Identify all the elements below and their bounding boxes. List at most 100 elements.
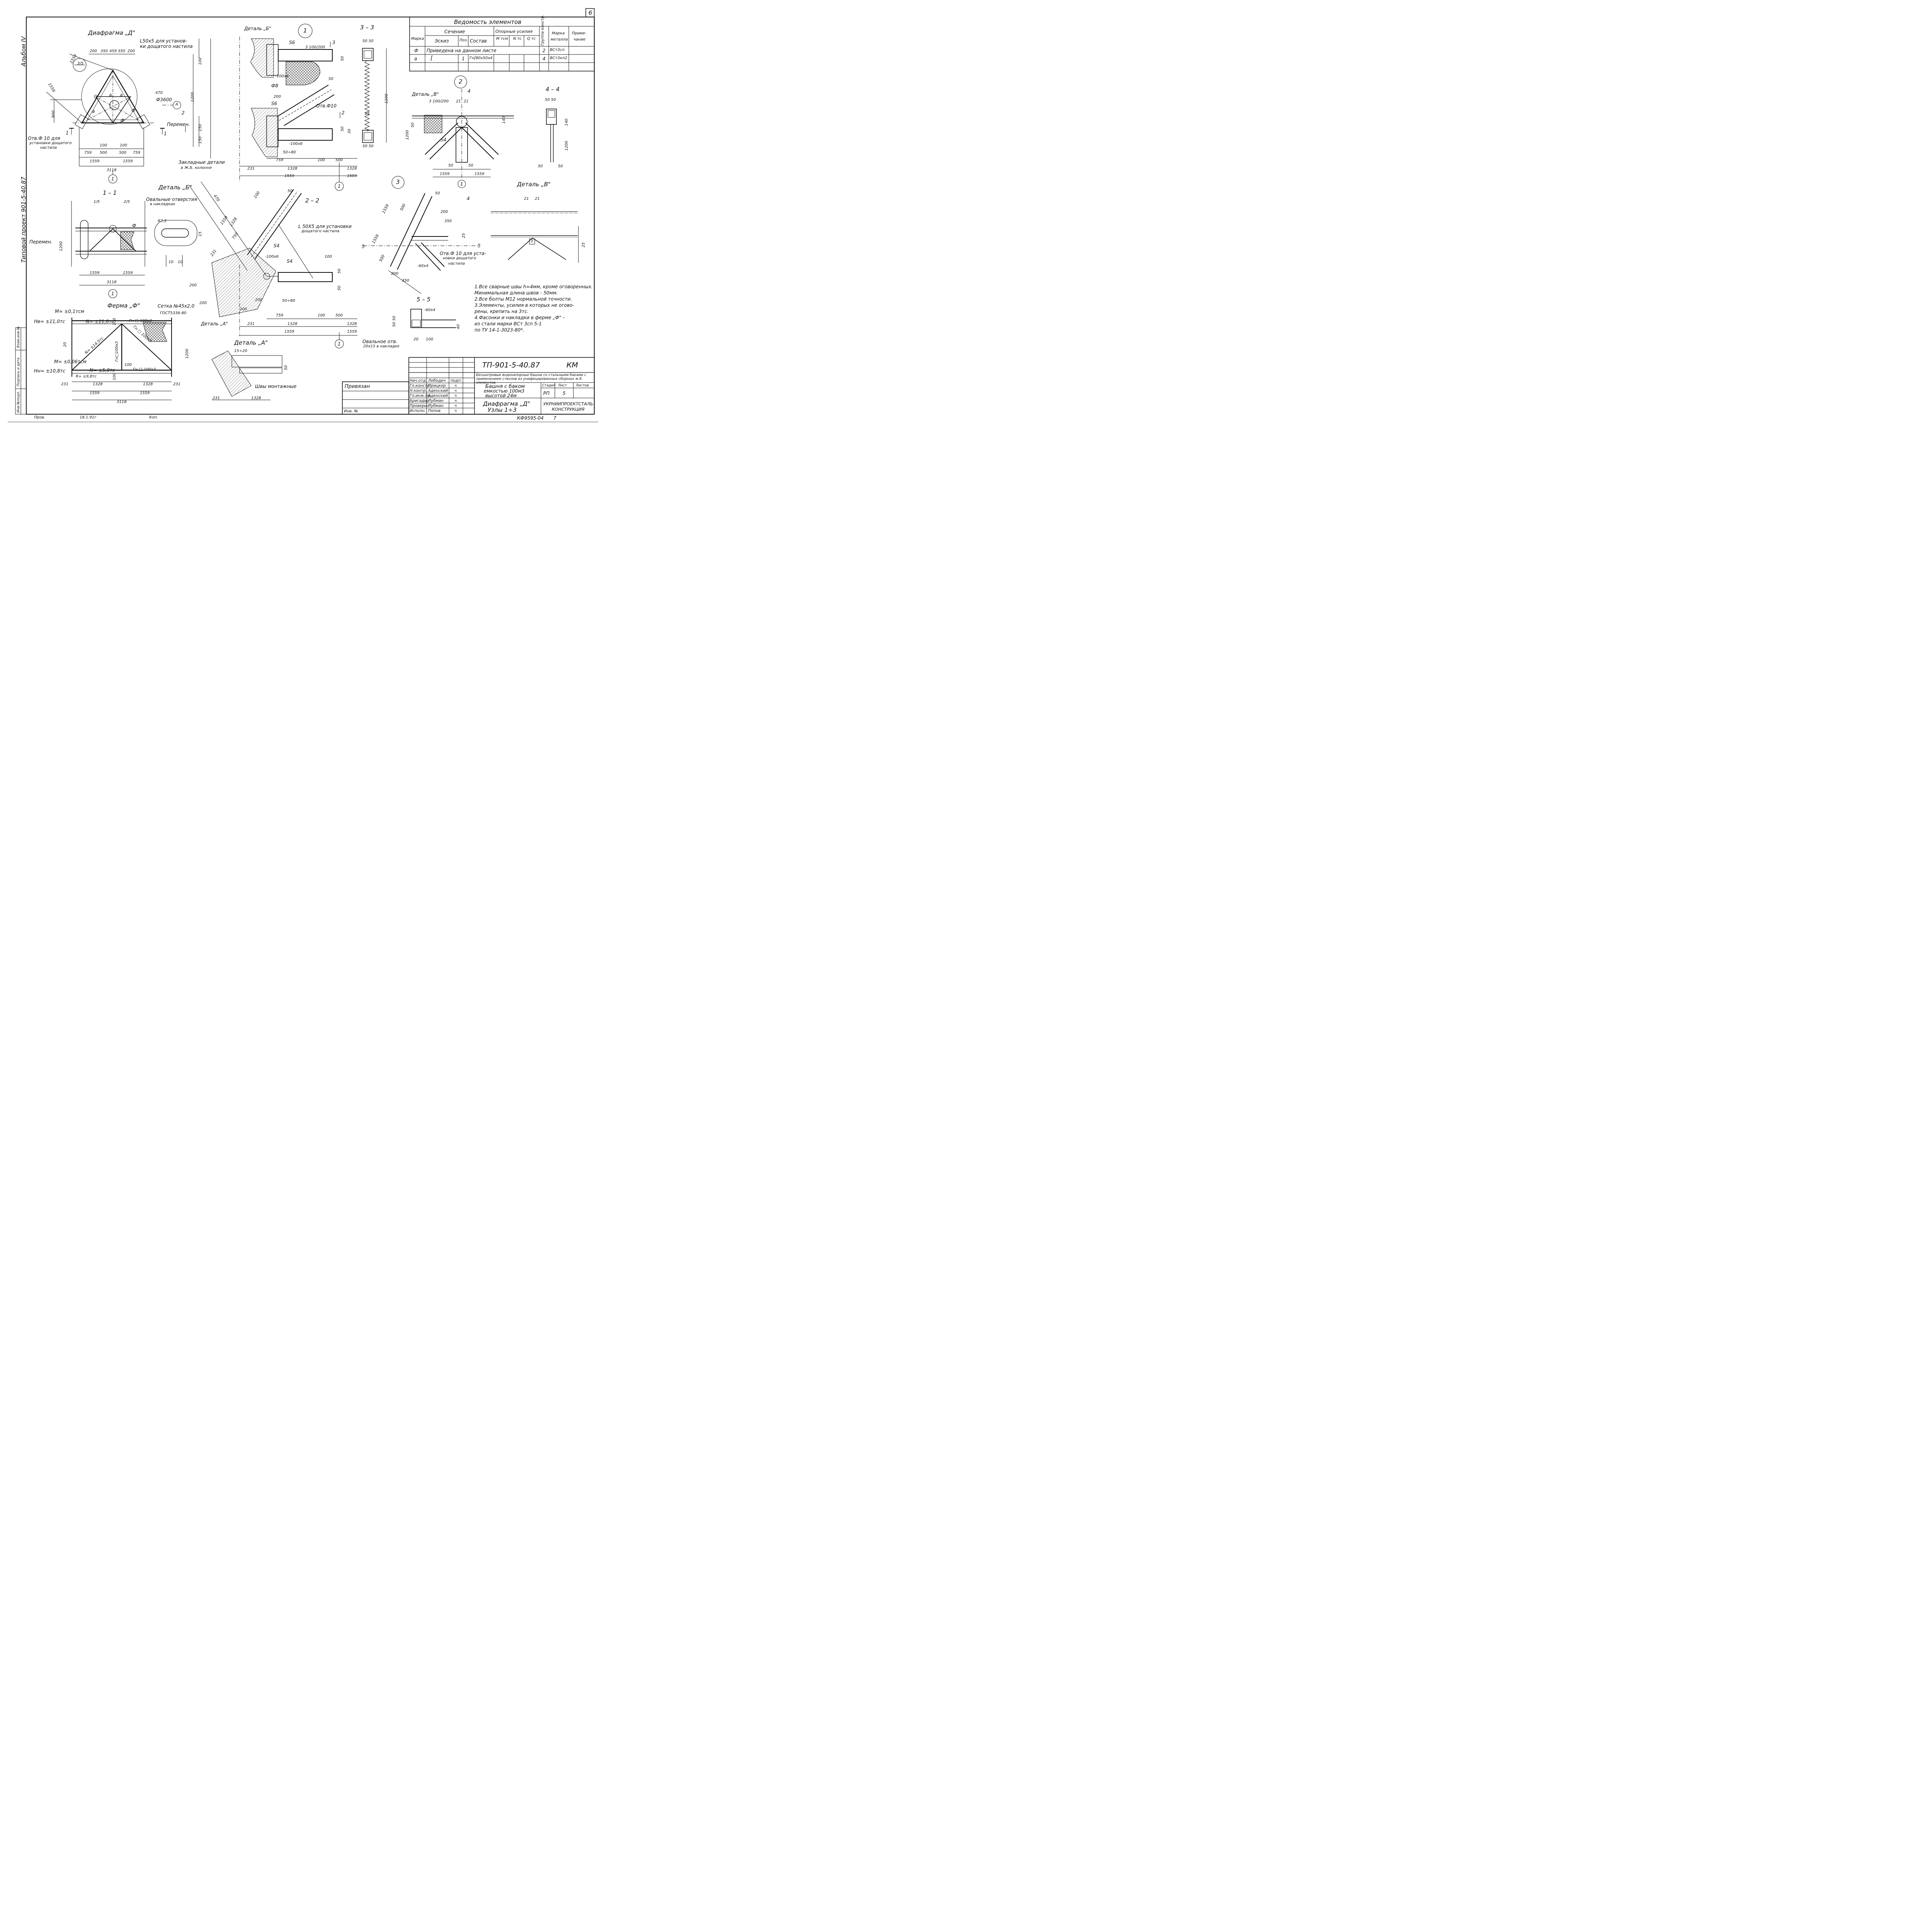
dim-1559: 1559 <box>90 159 100 163</box>
dim-50: 50 <box>284 365 288 370</box>
dim-1559: 1559 <box>90 271 100 275</box>
dim-s4: S4 <box>287 259 293 264</box>
cut-2-label: 2 <box>182 110 185 116</box>
dim-40: 40 <box>456 324 461 329</box>
label-phi: Ф <box>131 108 136 113</box>
dim-140: 140 <box>502 116 506 124</box>
dim-r75: R7,5 <box>158 219 167 223</box>
inv-label: Инв. № <box>344 409 358 413</box>
bottom-prov: Пров. <box>34 415 46 420</box>
table-h-section: Сечение <box>444 29 465 34</box>
dim-100: 100 <box>198 57 202 65</box>
staff-role: Бригадир <box>410 399 429 403</box>
note-line: по ТУ 14-1-3023-80*. <box>474 327 524 333</box>
dim-20: 20 <box>413 337 418 342</box>
dim-200: 200 <box>199 301 207 305</box>
dim-60x4: -60x4 <box>417 264 429 268</box>
staff-name: Аденский <box>428 394 448 398</box>
circle-1-label: 1 <box>460 181 463 187</box>
dim-759: 759 <box>276 158 284 162</box>
dim-231: 231 <box>61 382 69 386</box>
detail-b-ref: Деталь „Б" <box>244 26 271 31</box>
dim-1328: 1328 <box>143 382 153 386</box>
staff-sig: ч <box>454 389 457 393</box>
stamp-inv-original: Инв.№подл. <box>17 391 20 413</box>
dim-350: 350 <box>402 279 410 283</box>
org-line-1: УКРНИИПРОЕКТСТАЛЬ- <box>543 401 595 406</box>
staff-name: Лубман <box>428 399 444 403</box>
dim-231: 231 <box>247 322 255 326</box>
axis-a-label: А <box>175 102 178 107</box>
dim-200: 200 <box>274 95 281 99</box>
dim-100: 100 <box>120 143 128 148</box>
bottom-date: 18.1.91г <box>80 415 97 420</box>
label-phi: Ф <box>132 223 136 228</box>
circle-1-label: 1 <box>303 27 307 34</box>
dim-3-100-200: 3 100/200 <box>429 99 449 104</box>
table-h-marka: Марка <box>411 37 424 41</box>
dim-50: 50 <box>558 164 563 168</box>
dim-50: 50 <box>337 269 342 274</box>
dim-1200: 1200 <box>190 92 195 102</box>
circle-1-label: 1 <box>111 291 114 296</box>
doc-description: Бесшатровые водонапорные башни со стальн… <box>476 373 587 385</box>
dim-500: 500 <box>119 151 127 155</box>
dim-50: 50 <box>340 126 345 131</box>
staff-sig: ч <box>454 384 457 388</box>
table-row-pos: 1 <box>462 56 465 61</box>
dim-s6: S6 <box>289 40 295 45</box>
dim-350: 350 <box>444 219 452 223</box>
dim-150: 150 <box>198 136 202 144</box>
dim-15: 15 <box>198 231 202 236</box>
angle-note: L50x5 для установ- <box>140 38 187 44</box>
label-a: а <box>120 92 123 98</box>
dim-231: 231 <box>213 396 220 400</box>
doc-stage-code: КМ <box>566 361 578 369</box>
dim-231: 231 <box>247 167 255 171</box>
hole-note-3a: Отв.Ф 10 для уста- <box>440 251 486 256</box>
dim-3600: Ф3600 <box>156 97 172 102</box>
peremen-label: Перемен. <box>29 239 53 245</box>
dim-100x6: -100x6 <box>289 142 303 146</box>
dim-200: 200 <box>90 49 97 53</box>
circle-2-label: 2 <box>459 78 463 85</box>
sheet-name-1: Диафрагма „Д" <box>483 400 530 407</box>
dim-50: 50 <box>337 286 342 291</box>
object-line-2: емкостью 100м3 <box>484 388 525 394</box>
ferma-n-bot: N= ±5,0тс <box>90 367 115 373</box>
staff-name: Лубман <box>428 404 444 408</box>
label-a: а <box>109 92 112 98</box>
dim-200: 200 <box>391 272 399 276</box>
project-vertical-label: Типовой проект 901-5-40.87 <box>20 177 27 263</box>
dim-150: 150 <box>198 124 202 131</box>
dim-1559: 1559 <box>284 330 294 334</box>
dim-50-50: 50 50 <box>362 144 374 148</box>
ferma-hn: Hн= ±10,8тс <box>34 368 66 374</box>
dim-21: 21 <box>464 99 469 104</box>
dim-50-80: 50÷80 <box>283 150 296 155</box>
sheet-value: 5 <box>563 391 566 396</box>
bottom-kop: Коп. <box>149 415 158 420</box>
doc-code: ТП-901-5-40.87 <box>482 361 540 369</box>
dim-3118: 3118 <box>107 168 117 172</box>
stage-value: РП <box>543 391 550 396</box>
oval-holes-note: Овальные отверстия <box>146 197 197 202</box>
dim-50: 50 <box>468 163 473 168</box>
dim-50: 50 <box>340 56 345 61</box>
section-4-4-title: 4 – 4 <box>546 86 560 93</box>
dim-25: 25 <box>365 112 370 116</box>
dim-50: 50 <box>287 189 293 193</box>
h-stage: Стадия <box>542 384 556 388</box>
staff-name: Аденский <box>428 389 448 393</box>
dim-100x6: -100x6 <box>275 74 289 78</box>
dim-140: 140 <box>565 118 569 126</box>
dim-1559: 1559 <box>140 391 150 395</box>
table-h-note-2: чание <box>573 37 586 42</box>
welds-field-note: Швы монтажные <box>255 384 297 389</box>
dim-1559: 1559 <box>347 174 357 178</box>
dim-350: 350 <box>100 49 108 53</box>
dim-1200: 1200 <box>59 241 63 251</box>
cut-1-label: 1 <box>66 130 69 136</box>
note-line: из стали марки ВСт 3сп 5-1 <box>474 321 542 327</box>
dim-1200: 1200 <box>185 349 189 359</box>
